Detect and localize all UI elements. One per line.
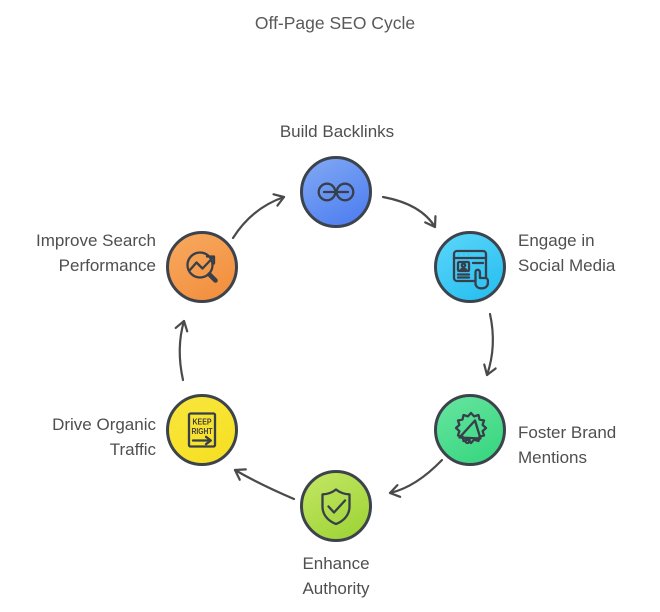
label-foster-brand-mentions: Foster Brand Mentions <box>518 423 617 467</box>
magnifier-trend-icon <box>186 251 218 283</box>
arrow-drive-to-improve <box>174 319 189 382</box>
label-engage-social-media: Engage in Social Media <box>518 231 616 275</box>
arrow-build-to-engage <box>381 195 437 229</box>
label-improve-search-performance: Improve Search Performance <box>36 231 156 275</box>
node-build-backlinks <box>300 156 372 228</box>
arrow-engage-to-foster <box>483 312 497 377</box>
svg-text:RIGHT: RIGHT <box>192 426 214 436</box>
megaphone-badge-icon <box>454 411 488 445</box>
node-engage-social-media <box>434 231 506 303</box>
arrow-improve-to-build <box>231 193 286 240</box>
keep-right-sign-icon: KEEP RIGHT <box>187 412 217 448</box>
shield-check-icon <box>321 488 351 526</box>
arrow-enhance-to-drive <box>233 468 296 501</box>
arrow-foster-to-enhance <box>388 458 444 498</box>
node-drive-organic-traffic: KEEP RIGHT <box>166 394 238 466</box>
browser-profile-hand-icon <box>452 249 490 290</box>
label-build-backlinks: Build Backlinks <box>279 122 395 141</box>
diagram-title: Off-Page SEO Cycle <box>254 13 416 33</box>
label-drive-organic-traffic: Drive Organic Traffic <box>52 415 156 459</box>
chain-link-icon <box>317 182 355 202</box>
node-foster-brand-mentions <box>434 394 506 466</box>
svg-text:KEEP: KEEP <box>193 417 212 427</box>
label-enhance-authority: Enhance Authority <box>302 554 370 598</box>
node-improve-search-performance <box>166 231 238 303</box>
node-enhance-authority <box>300 470 372 542</box>
